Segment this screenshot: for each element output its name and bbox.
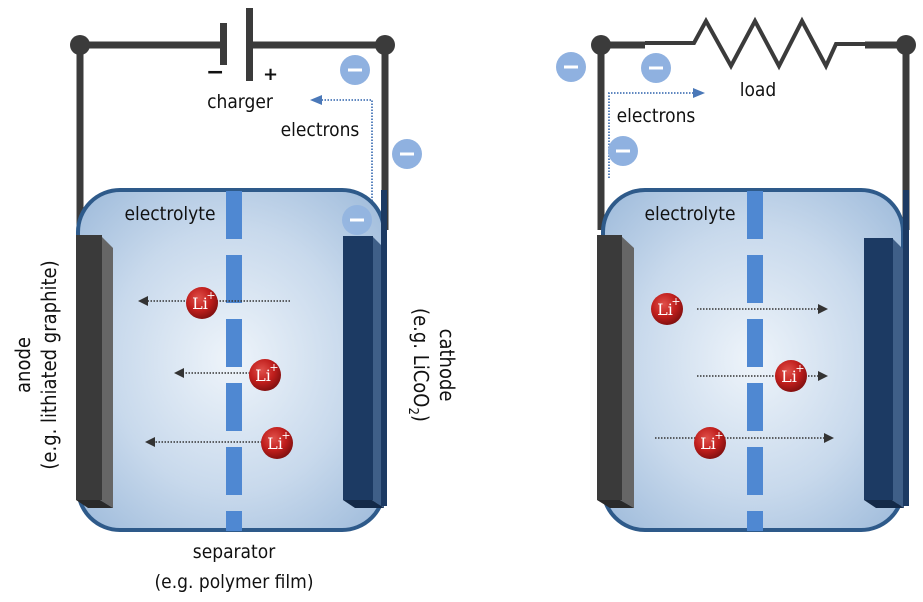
cathode-lead [381,190,387,506]
cathode-sublabel: (e.g. LiCoO2) [405,308,433,422]
cathode-front-face [864,238,893,500]
separator-segment [226,191,242,239]
lithium-ion: Li + [651,293,683,325]
lithium-ion: Li + [694,427,726,459]
electron [556,52,586,82]
anode-label: anode [11,337,35,393]
cathode-label: cathode [435,329,459,402]
electron-flow-label: electrons [617,105,696,127]
battery-plate-negative [220,23,227,65]
cathode-electrode [864,190,909,508]
charging-panel: − + charger electrons electrolyte [11,8,459,593]
cathode-side-face [892,238,904,508]
load-label: load [740,79,777,101]
separator-segment [226,447,242,495]
lithium-ion: Li + [775,360,807,392]
separator-segment [226,511,242,531]
separator-segment [747,255,763,303]
anode-electrode [597,235,634,508]
svg-text:Li: Li [192,294,208,313]
separator-label: separator [193,541,276,563]
svg-text:+: + [281,429,290,442]
svg-text:+: + [714,429,723,442]
electron-flow-charging: electrons [281,95,373,210]
svg-text:+: + [671,295,680,308]
anode-bottom-face [597,500,634,508]
charger-circuit: − + charger [70,8,395,230]
anode-front-face [597,235,622,500]
cathode-bottom-face [343,500,384,508]
anode-electrode [76,235,113,508]
lithium-ion: Li + [261,427,293,459]
negative-terminal-sign: − [206,60,224,85]
battery-plate-positive [246,8,253,81]
lithium-ions-charging: Li + Li + Li + [138,287,293,459]
positive-terminal-sign: + [263,64,278,85]
electrolyte-label: electrolyte [644,203,735,225]
separator-segment [747,447,763,495]
lithium-ion: Li + [186,287,218,319]
junction-node [375,35,395,55]
separator [747,191,763,531]
anode-side-face [100,235,113,508]
junction-node [70,35,90,55]
junction-node [591,35,611,55]
electron [340,55,370,85]
separator-sublabel: (e.g. polymer film) [155,571,314,593]
electrons-charging [340,55,422,235]
anode-front-face [76,235,102,500]
svg-text:Li: Li [657,300,673,319]
discharging-panel: load electrons electrolyte [556,16,916,532]
separator-segment [747,511,763,531]
separator-segment [747,319,763,367]
cathode-lead [903,190,909,506]
electron [641,53,671,83]
svg-text:Li: Li [781,367,797,386]
cathode-label-group: cathode (e.g. LiCoO2) [405,308,459,422]
cathode-front-face [343,236,373,500]
electron-flow-arrow [310,95,373,210]
lithium-ion: Li + [249,359,281,391]
svg-text:Li: Li [700,434,716,453]
lithium-ions-discharging: Li + Li + Li + [651,293,834,459]
electrons-discharging [556,52,671,166]
separator-segment [226,255,242,303]
electron [392,139,422,169]
svg-text:Li: Li [267,434,283,453]
electron-flow-label: electrons [281,119,360,141]
cathode-electrode [343,190,387,508]
anode-side-face [620,235,634,508]
electron [342,205,372,235]
electrolyte-label: electrolyte [124,203,215,225]
svg-text:+: + [206,289,215,302]
load-resistor [645,16,866,71]
separator-segment [226,319,242,367]
cathode-bottom-face [864,500,904,508]
anode-label-group: anode (e.g. lithiated graphite) [11,260,61,469]
separator-segment [747,383,763,431]
anode-bottom-face [76,500,113,508]
anode-sublabel: (e.g. lithiated graphite) [37,260,61,469]
svg-text:+: + [795,362,804,375]
separator-segment [747,191,763,239]
charger-label: charger [207,91,274,113]
electron [608,136,638,166]
svg-text:+: + [269,361,278,374]
separator [226,191,242,531]
separator-segment [226,383,242,431]
junction-node [896,35,916,55]
svg-text:Li: Li [255,366,271,385]
